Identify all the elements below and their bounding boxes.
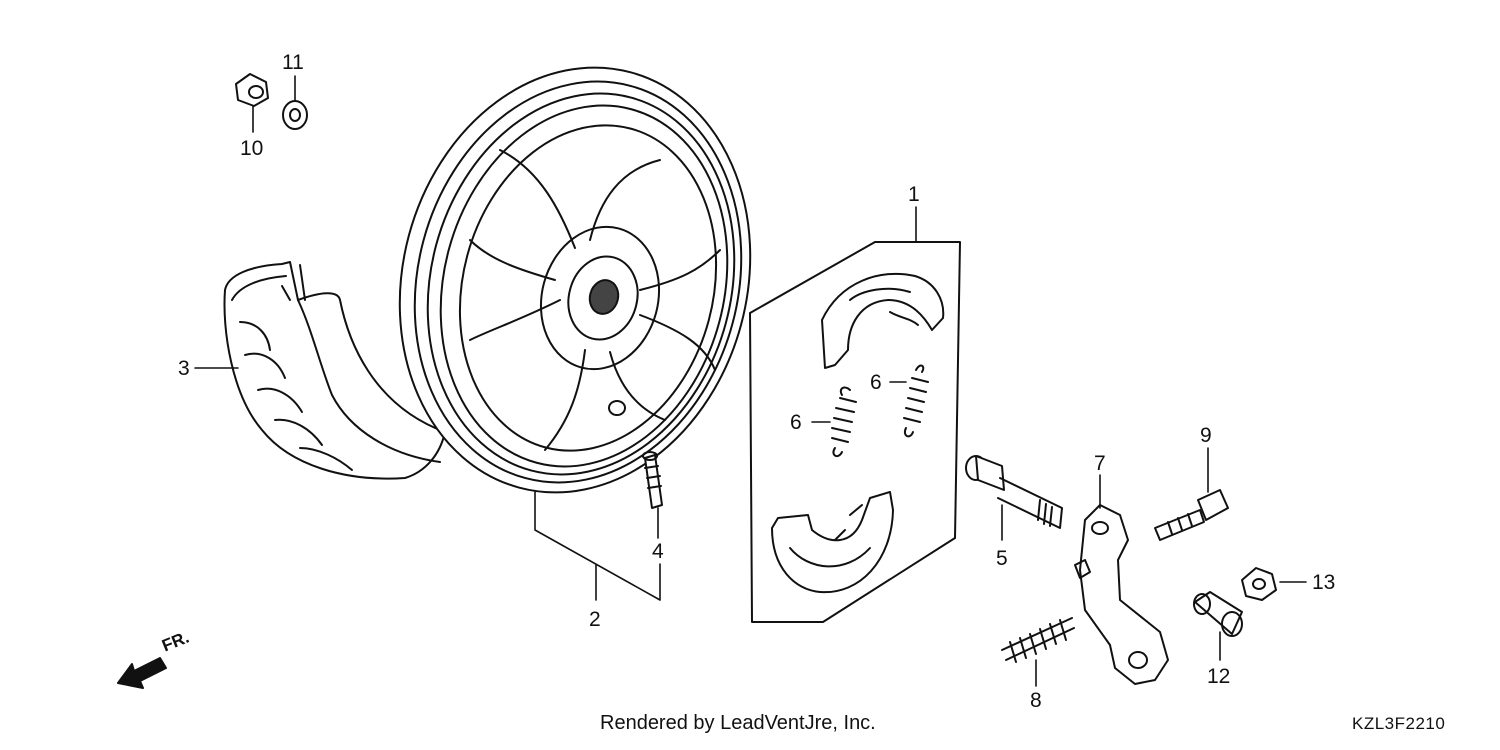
diagram-code: KZL3F2210 <box>1352 714 1446 733</box>
callout-3: 3 <box>178 357 190 380</box>
callout-12: 12 <box>1207 665 1231 688</box>
nut-part-10 <box>235 73 269 107</box>
bolt-part-9 <box>1154 489 1229 541</box>
callout-4: 4 <box>652 540 664 563</box>
callout-6-left: 6 <box>790 411 802 434</box>
front-arrow-icon <box>117 657 167 689</box>
callout-7: 7 <box>1094 452 1106 475</box>
camshaft-part-5 <box>965 455 1063 529</box>
washer-part-11 <box>282 100 308 130</box>
callout-5: 5 <box>996 547 1008 570</box>
callout-11: 11 <box>282 51 304 74</box>
spring-part-6-left <box>831 386 857 458</box>
brake-shoe-lower <box>771 491 894 594</box>
callout-6-right: 6 <box>870 371 882 394</box>
callout-8: 8 <box>1030 689 1042 712</box>
brake-shoe-group-frame <box>749 241 961 623</box>
callout-2: 2 <box>589 608 601 631</box>
leader-lines <box>194 75 1307 687</box>
callout-13: 13 <box>1312 571 1336 594</box>
brake-shoe-upper <box>821 272 945 369</box>
nut-part-13 <box>1241 567 1277 601</box>
collar-part-12 <box>1193 591 1243 637</box>
callout-9: 9 <box>1200 424 1212 447</box>
tire-part-3 <box>223 261 446 480</box>
valve-part-4 <box>642 451 663 509</box>
brake-arm-part-7 <box>1074 504 1169 685</box>
wheel-rim-part-2 <box>398 66 752 494</box>
render-credit: Rendered by LeadVentJre, Inc. <box>600 712 876 734</box>
spring-part-8 <box>1001 617 1075 663</box>
callout-1: 1 <box>908 183 920 206</box>
spring-part-6-right <box>903 364 929 438</box>
callout-10: 10 <box>240 137 264 160</box>
